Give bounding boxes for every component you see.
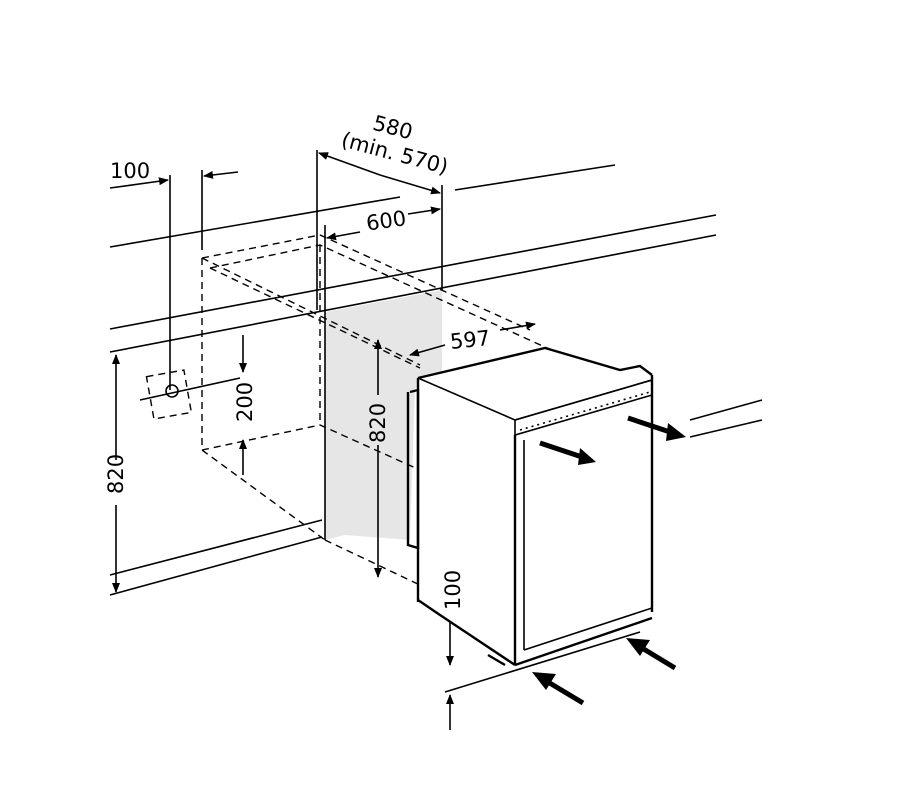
niche-height-inner-label: 820 — [366, 403, 390, 443]
appliance — [406, 346, 654, 667]
niche-width-label: 600 — [365, 206, 408, 235]
vent-height-label: 100 — [441, 570, 465, 610]
appliance-width-label: 597 — [449, 326, 491, 354]
worktop — [109, 164, 717, 353]
dimension-arrows — [109, 152, 536, 730]
socket-icon — [139, 377, 241, 401]
socket-height-label: 200 — [233, 382, 257, 422]
extension-lines — [169, 150, 443, 540]
niche-height-left-label: 820 — [104, 454, 128, 494]
side-gap-label: 100 — [110, 159, 150, 183]
airflow-arrows — [532, 415, 686, 706]
floor-lines — [109, 399, 763, 693]
